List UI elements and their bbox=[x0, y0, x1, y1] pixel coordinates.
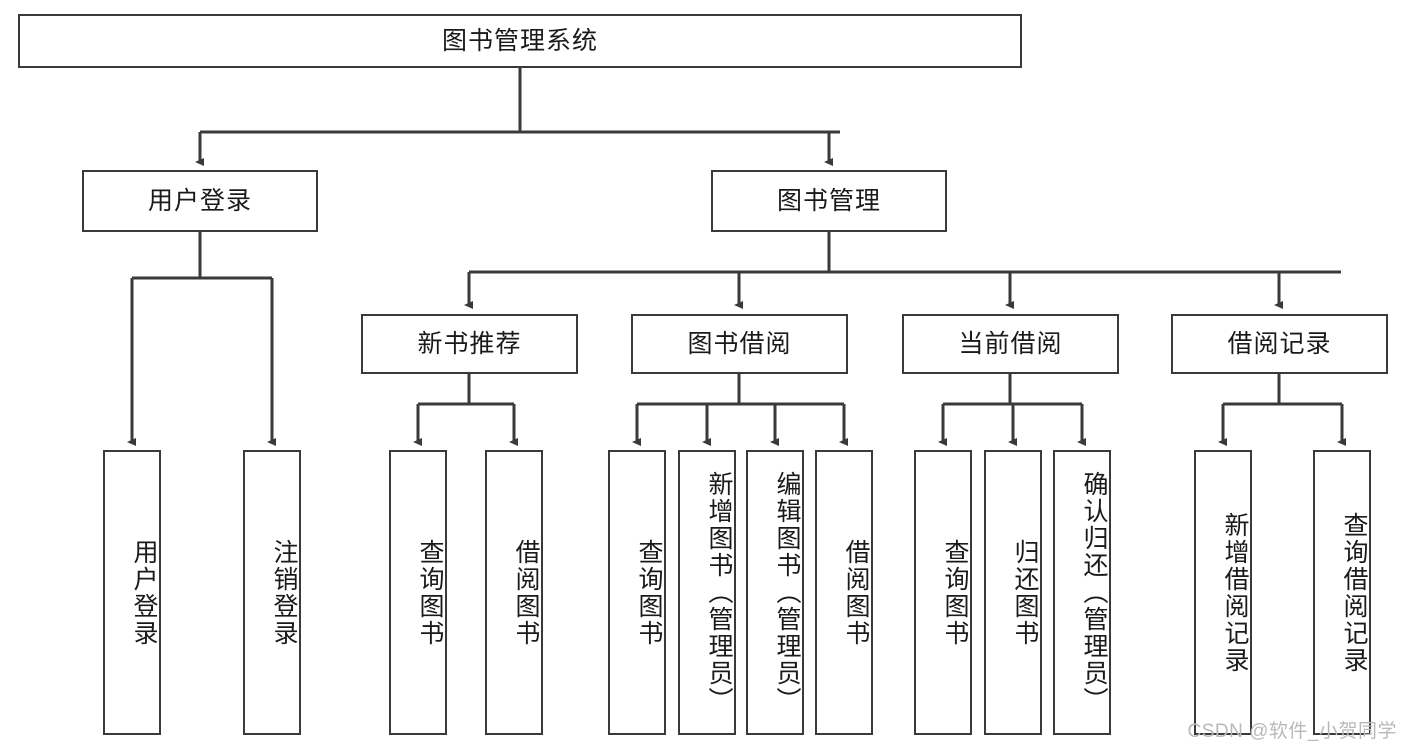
node-root[interactable]: 图书管理系统 bbox=[18, 14, 1022, 68]
node-new-book-recommend-label: 新书推荐 bbox=[417, 330, 522, 358]
node-leaf-query-book-2[interactable]: 查询图书 bbox=[608, 450, 666, 735]
node-leaf-query-book-3[interactable]: 查询图书 bbox=[914, 450, 972, 735]
node-leaf-add-book-admin-label: 新增图书（管理员） bbox=[705, 471, 733, 714]
node-leaf-add-book-admin[interactable]: 新增图书（管理员） bbox=[678, 450, 736, 735]
node-book-borrow[interactable]: 图书借阅 bbox=[631, 314, 848, 374]
watermark-text: CSDN @软件_小贺同学 bbox=[1187, 721, 1397, 742]
node-leaf-query-book-1[interactable]: 查询图书 bbox=[389, 450, 447, 735]
node-user-login[interactable]: 用户登录 bbox=[82, 170, 318, 232]
node-leaf-user-login[interactable]: 用户登录 bbox=[103, 450, 161, 735]
node-leaf-confirm-return-admin-label: 确认归还（管理员） bbox=[1080, 471, 1108, 714]
node-current-borrow-label: 当前借阅 bbox=[958, 330, 1063, 358]
node-leaf-user-logout-label: 注销登录 bbox=[270, 538, 298, 647]
node-book-manage-label: 图书管理 bbox=[776, 187, 881, 215]
node-leaf-query-borrow-record[interactable]: 查询借阅记录 bbox=[1313, 450, 1371, 735]
node-leaf-user-login-label: 用户登录 bbox=[130, 538, 158, 647]
node-new-book-recommend[interactable]: 新书推荐 bbox=[361, 314, 578, 374]
node-leaf-query-book-2-label: 查询图书 bbox=[635, 538, 663, 647]
node-borrow-record[interactable]: 借阅记录 bbox=[1171, 314, 1388, 374]
node-leaf-query-book-1-label: 查询图书 bbox=[416, 538, 444, 647]
node-leaf-edit-book-admin[interactable]: 编辑图书（管理员） bbox=[746, 450, 804, 735]
node-leaf-borrow-book-2[interactable]: 借阅图书 bbox=[815, 450, 873, 735]
node-borrow-record-label: 借阅记录 bbox=[1227, 330, 1332, 358]
node-book-manage[interactable]: 图书管理 bbox=[711, 170, 947, 232]
node-leaf-return-book-label: 归还图书 bbox=[1011, 538, 1039, 647]
node-leaf-borrow-book-1-label: 借阅图书 bbox=[512, 538, 540, 647]
node-leaf-query-book-3-label: 查询图书 bbox=[941, 538, 969, 647]
node-leaf-borrow-book-2-label: 借阅图书 bbox=[842, 538, 870, 647]
node-book-borrow-label: 图书借阅 bbox=[687, 330, 792, 358]
node-leaf-add-borrow-record[interactable]: 新增借阅记录 bbox=[1194, 450, 1252, 735]
node-leaf-confirm-return-admin[interactable]: 确认归还（管理员） bbox=[1053, 450, 1111, 735]
node-leaf-return-book[interactable]: 归还图书 bbox=[984, 450, 1042, 735]
node-user-login-label: 用户登录 bbox=[147, 187, 252, 215]
node-leaf-edit-book-admin-label: 编辑图书（管理员） bbox=[773, 471, 801, 714]
node-leaf-user-logout[interactable]: 注销登录 bbox=[243, 450, 301, 735]
node-current-borrow[interactable]: 当前借阅 bbox=[902, 314, 1119, 374]
node-leaf-query-borrow-record-label: 查询借阅记录 bbox=[1340, 511, 1368, 674]
node-root-label: 图书管理系统 bbox=[441, 27, 598, 55]
node-leaf-add-borrow-record-label: 新增借阅记录 bbox=[1221, 511, 1249, 674]
node-leaf-borrow-book-1[interactable]: 借阅图书 bbox=[485, 450, 543, 735]
